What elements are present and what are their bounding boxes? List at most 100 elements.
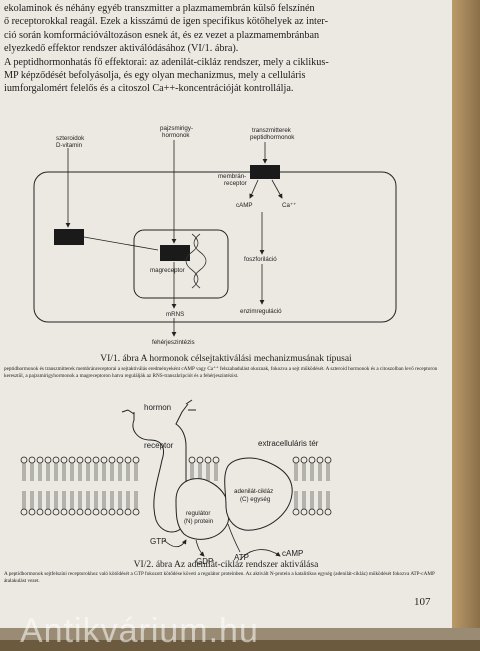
label-camp-2: cAMP	[282, 549, 303, 558]
lipid-head	[60, 456, 68, 464]
lipid-head	[36, 456, 44, 464]
lipid-tail	[30, 491, 34, 509]
lipid-tail	[22, 463, 26, 481]
lipid-tail	[22, 491, 26, 509]
lipid-head	[92, 456, 100, 464]
figure-1-caption-detail: peptidhormonok és transzmitterek membrán…	[4, 366, 438, 379]
lipid-tail	[78, 463, 82, 481]
figure-2-caption: VI/2. ábra Az adenilát-cikláz rendszer a…	[133, 560, 319, 570]
lipid-tail	[94, 491, 98, 509]
lipid-tail	[294, 491, 298, 509]
intro-line: A peptidhormonhatás fő effektorai: az ad…	[4, 56, 329, 68]
label-adenylate-cyclase-2: (C) egység	[240, 496, 271, 503]
membrane-receptor-block	[250, 165, 280, 179]
lipid-tail	[134, 463, 138, 481]
intro-line: ció során komformációváltozáson esnek át…	[4, 29, 320, 41]
arrow-to-ca	[271, 179, 283, 199]
label-gtp: GTP	[150, 537, 166, 546]
lipid-tail	[102, 463, 106, 481]
receptor-protein	[132, 403, 189, 533]
nucleus-outline	[133, 229, 229, 299]
book-page-edge	[452, 0, 480, 640]
lipid-tail	[326, 463, 330, 481]
label-membrane-receptor-1: membrán-	[218, 173, 246, 180]
dna-helix	[185, 233, 207, 289]
lipid-head	[292, 456, 300, 464]
figure-2-caption-detail: A peptidhormonok sejtfelszíni receptorok…	[4, 571, 435, 584]
lipid-head	[132, 456, 140, 464]
label-mrna: mRNS	[166, 311, 184, 318]
label-atp: ATP	[234, 553, 249, 562]
label-peptide-1: transzmitterek	[252, 127, 292, 134]
label-camp: cAMP	[236, 202, 253, 209]
intro-line: ő receptorokkal reagál. Ezek a kisszámú …	[4, 16, 328, 28]
lipid-tail	[110, 463, 114, 481]
lipid-tail	[318, 491, 322, 509]
lipid-tail	[190, 463, 194, 481]
lipid-tail	[70, 491, 74, 509]
lipid-head	[68, 456, 76, 464]
lipid-tail	[54, 463, 58, 481]
cell-outline	[33, 171, 397, 323]
lipid-head	[300, 456, 308, 464]
lipid-tail	[46, 491, 50, 509]
lipid-tail	[94, 463, 98, 481]
lipid-tail	[62, 463, 66, 481]
page-number: 107	[414, 596, 431, 608]
lipid-head	[212, 456, 220, 464]
lipid-head	[188, 456, 196, 464]
regulator-protein	[175, 478, 230, 540]
lipid-head	[52, 508, 60, 516]
lipid-tail	[206, 463, 210, 481]
lipid-tail	[302, 491, 306, 509]
lipid-tail	[310, 463, 314, 481]
label-hormone: hormon	[144, 403, 171, 412]
label-thyroid-1: pajzsmirigy-	[160, 125, 193, 132]
lipid-tail	[126, 491, 130, 509]
lipid-tail	[38, 491, 42, 509]
label-steroid-2: D-vitamin	[56, 142, 83, 149]
lipid-head	[84, 456, 92, 464]
lipid-head	[100, 456, 108, 464]
lipid-tail	[62, 491, 66, 509]
lipid-head	[292, 508, 300, 516]
lipid-tail	[38, 463, 42, 481]
book-page: ekolaminok és néhány egyéb transzmitter …	[0, 0, 452, 628]
label-ca: Ca⁺⁺	[282, 202, 296, 209]
lipid-tail	[70, 463, 74, 481]
label-enzyme-regulation: enzimreguláció	[240, 308, 282, 315]
lipid-head	[316, 508, 324, 516]
lipid-tail	[310, 491, 314, 509]
link-receptor-to-nucleus	[83, 236, 159, 251]
lipid-head	[196, 456, 204, 464]
lipid-head	[20, 508, 28, 516]
intro-line: iumforgalomért felelős és a citoszol Ca+…	[4, 83, 294, 95]
figure-1-caption: VI/1. ábra A hormonok célsejtaktiválási …	[100, 354, 352, 364]
label-membrane-receptor-2: receptor	[224, 180, 247, 187]
lipid-head	[92, 508, 100, 516]
label-thyroid-2: hormonok	[162, 132, 190, 139]
lipid-head	[36, 508, 44, 516]
lipid-tail	[318, 463, 322, 481]
lipid-head	[44, 508, 52, 516]
membrane-bilayer	[20, 456, 332, 516]
lipid-head	[116, 456, 124, 464]
lipid-head	[76, 508, 84, 516]
lipid-tail	[30, 463, 34, 481]
lipid-head	[28, 508, 36, 516]
lipid-head	[316, 456, 324, 464]
lipid-head	[76, 456, 84, 464]
lipid-head	[20, 456, 28, 464]
lipid-head	[108, 456, 116, 464]
lipid-head	[324, 456, 332, 464]
cytosolic-receptor-block	[54, 229, 84, 245]
label-receptor: receptor	[144, 441, 174, 450]
intro-text: ekolaminok és néhány egyéb transzmitter …	[0, 2, 444, 96]
lipid-head	[100, 508, 108, 516]
label-phosphorylation: foszforiláció	[244, 256, 277, 263]
lipid-head	[124, 508, 132, 516]
lipid-head	[132, 508, 140, 516]
lipid-head	[28, 456, 36, 464]
lipid-head	[124, 456, 132, 464]
adenylate-cyclase-protein	[224, 457, 293, 531]
